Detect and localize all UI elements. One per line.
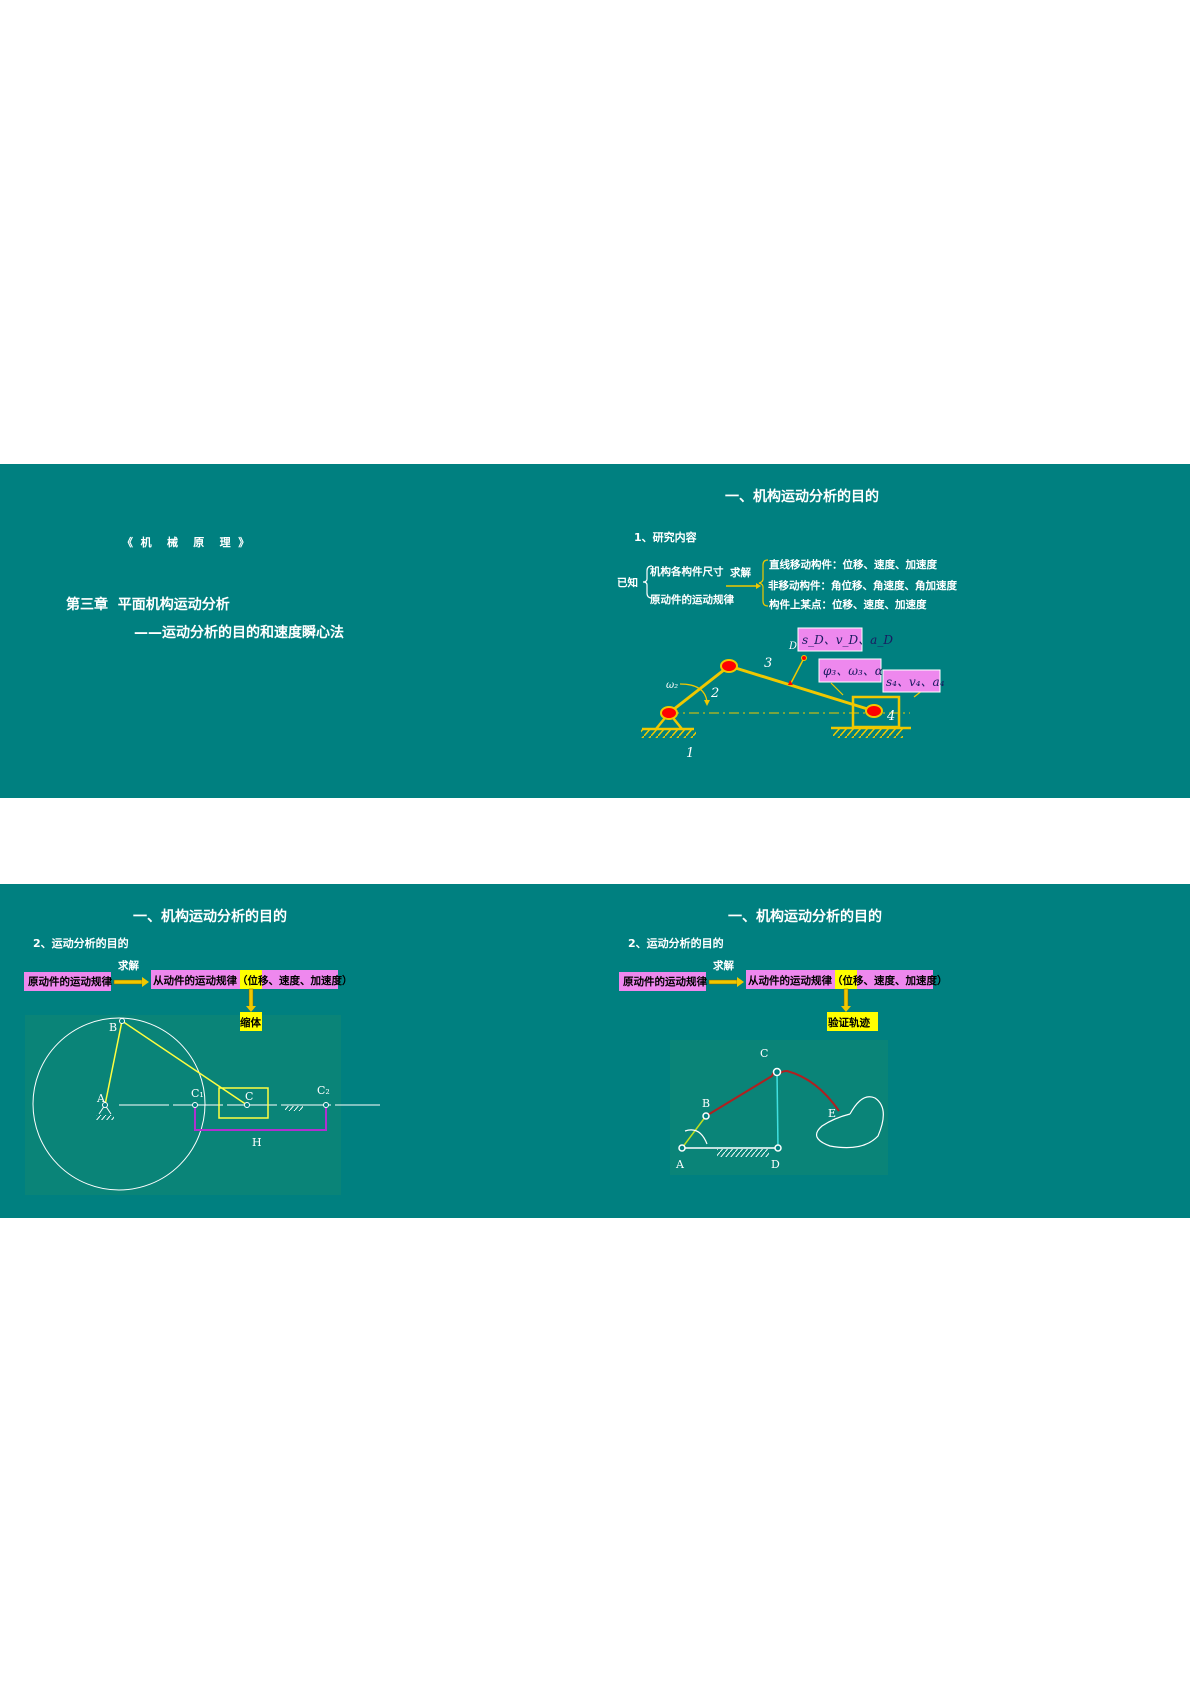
solve-arrow [113,977,149,987]
slide-2-research-content: 一、机构运动分析的目的 1、研究内容 已知 机构各构件尺寸 原动件的运动规律 求… [617,488,957,761]
point-d-label: D [788,641,797,652]
result-box-label: 缩体 [240,1016,261,1029]
section-heading: 1、研究内容 [634,530,697,544]
joint-a [660,706,678,720]
label-c: C [760,1047,768,1060]
crank-link-2 [668,664,730,715]
point-d [801,655,807,661]
slide-title: 一、机构运动分析的目的 [133,908,287,925]
label-c2: C₂ [317,1084,330,1097]
output-box-label: 从动件的运动规律（位移、速度、加速度） [748,974,948,987]
label-e: E [828,1107,836,1120]
solve-label: 求解 [118,959,139,972]
label-b: B [109,1021,117,1034]
book-title: 《 机 械 原 理 》 [122,535,249,549]
label-a: A [675,1158,685,1171]
link-2-label: 2 [710,686,719,701]
trajectory-curve [815,1096,884,1149]
right-brace [758,559,769,607]
solve-label: 求解 [730,566,751,579]
link-1-label: 1 [686,746,694,761]
result-box-label: 验证轨迹 [828,1016,870,1029]
slider-crank-stroke-diagram: A B C C₁ C₂ H [32,1017,380,1191]
solve-arrow [708,977,744,987]
down-arrow [841,988,851,1012]
point-d-kinematics: s_D、v_D、a_D [802,633,893,647]
slider-c [218,1087,269,1119]
input-box [619,972,706,991]
known-label: 已知 [617,576,638,589]
four-bar-trajectory-diagram: A B C D E [670,1040,888,1175]
link-3-label: 3 [764,656,772,671]
link-4-label: 4 [886,709,895,724]
slide-title: 一、机构运动分析的目的 [728,908,882,925]
point-d-kinematics-box [797,627,863,652]
left-brace [642,565,653,599]
label-d: D [771,1158,780,1171]
section-heading: 2、运动分析的目的 [33,936,129,950]
output-highlight-bg [835,970,857,989]
label-c: C [245,1090,253,1103]
solve-item: 构件上某点：位移、速度、加速度 [769,598,927,611]
crank-circle [32,1017,206,1191]
rocker-cd [776,1071,779,1149]
input-box-label: 原动件的运动规律 [623,975,707,988]
label-c1: C₁ [191,1087,204,1100]
solve-arrow [726,583,761,589]
solve-item: 直线移动构件：位移、速度、加速度 [769,558,937,571]
output-box-label: 从动件的运动规律（位移、速度、加速度） [153,974,353,987]
rotation-arrow [684,1129,708,1145]
chapter-subtitle: ——运动分析的目的和速度瞬心法 [134,624,344,641]
link-4-kinematics: s₄、v₄、a₄ [886,675,945,689]
ground-4 [833,729,903,738]
result-box [827,1012,878,1031]
slider-4 [851,695,901,729]
label-b: B [702,1097,710,1110]
chapter-title: 第三章 平面机构运动分析 [66,596,230,613]
input-box [24,972,111,991]
omega-arrow [679,683,708,703]
solve-label: 求解 [713,959,734,972]
point-d-arm [790,657,805,684]
coupler-bc [121,1020,248,1106]
omega2-label: ω₂ [666,680,678,691]
stroke-h-bracket [194,1106,327,1131]
down-arrow [246,988,256,1012]
section-heading: 2、运动分析的目的 [628,936,724,950]
link-3-kinematics-box [818,658,882,683]
input-box-label: 原动件的运动规律 [28,975,112,988]
joint-b [720,659,738,673]
label-h: H [252,1136,262,1149]
result-box [240,1012,262,1031]
slide-title: 一、机构运动分析的目的 [725,488,879,505]
link-4-kinematics-box [882,669,941,693]
known-item: 机构各构件尺寸 [650,565,724,578]
crank-ab [104,1020,123,1106]
known-item: 原动件的运动规律 [650,593,734,606]
crank-ab [681,1115,707,1149]
label-a: A [96,1092,106,1105]
solve-item: 非移动构件：角位移、角速度、角加速度 [768,579,957,592]
link-3-kinematics: φ₃、ω₃、α₃ [823,664,888,678]
slide-1-title-slide: 《 机 械 原 理 》 第三章 平面机构运动分析 ——运动分析的目的和速度瞬心法 [66,535,344,641]
coupler-link-3 [728,664,875,713]
slider-crank-diagram: ω₂ 1 2 3 4 D s_D、v_D、a_D φ₃、ω₃、α₃ s₄、v₄、… [641,627,945,761]
ground-1 [641,729,696,738]
joint-c [865,704,883,718]
slide-3-purpose-stroke: 一、机构运动分析的目的 2、运动分析的目的 原动件的运动规律 求解 从动件的运动… [24,908,380,1195]
output-highlight-bg [240,970,262,989]
slide-4-purpose-trajectory: 一、机构运动分析的目的 2、运动分析的目的 原动件的运动规律 求解 从动件的运动… [619,908,948,1175]
slide-band-top [0,464,1190,798]
